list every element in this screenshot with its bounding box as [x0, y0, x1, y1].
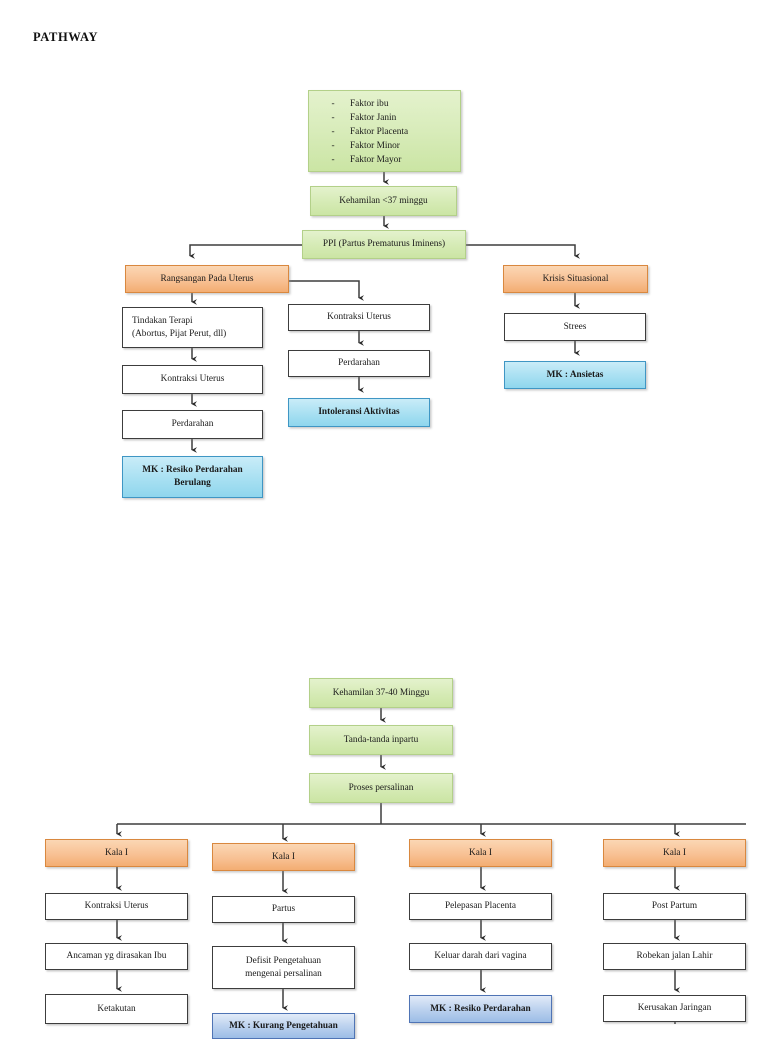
node-col3-step-2: Keluar darah dari vagina	[409, 943, 552, 970]
node-perdarahan-mid: Perdarahan	[288, 350, 430, 377]
node-ppi: PPI (Partus Prematurus Iminens)	[302, 230, 466, 259]
page-title: PATHWAY	[33, 30, 99, 44]
node-kala-1-col1: Kala I	[45, 839, 188, 867]
node-kala-1-col3: Kala I	[409, 839, 552, 867]
bullet-dash: -	[331, 127, 335, 138]
list-item-label: Faktor Minor	[350, 140, 400, 151]
node-proses-persalinan: Proses persalinan	[309, 773, 453, 803]
node-kontraksi-uterus-left: Kontraksi Uterus	[122, 365, 263, 394]
node-rangsangan-pada-uterus: Rangsangan Pada Uterus	[125, 265, 289, 293]
node-tindakan-terapi: Tindakan Terapi (Abortus, Pijat Perut, d…	[122, 307, 263, 348]
node-col2-mk-kurang-pengetahuan: MK : Kurang Pengetahuan	[212, 1013, 355, 1039]
node-col1-step-2: Ancaman yg dirasakan Ibu	[45, 943, 188, 970]
node-col3-step-1: Pelepasan Placenta	[409, 893, 552, 920]
list-item: - Faktor Janin	[309, 112, 460, 126]
node-mk-resiko-perdarahan-berulang: MK : Resiko Perdarahan Berulang	[122, 456, 263, 498]
list-item-label: Faktor Janin	[350, 113, 397, 124]
node-strees: Strees	[504, 313, 646, 341]
node-col4-step-2: Robekan jalan Lahir	[603, 943, 746, 970]
node-gestation-37-40: Kehamilan 37-40 Minggu	[309, 678, 453, 708]
node-col3-mk-resiko-perdarahan: MK : Resiko Perdarahan	[409, 995, 552, 1023]
list-item: - Faktor Placenta	[309, 126, 460, 140]
node-kala-1-col2: Kala I	[212, 843, 355, 871]
node-col4-step-3: Kerusakan Jaringan	[603, 995, 746, 1022]
list-item: - Faktor ibu	[309, 98, 460, 112]
factors-list-box: - Faktor ibu - Faktor Janin - Faktor Pla…	[308, 90, 461, 172]
node-mk-ansietas: MK : Ansietas	[504, 361, 646, 389]
node-col2-step-2: Defisit Pengetahuan mengenai persalinan	[212, 946, 355, 989]
node-perdarahan-left: Perdarahan	[122, 410, 263, 439]
multiline-text: Defisit Pengetahuan mengenai persalinan	[245, 955, 322, 979]
node-mk-intoleransi-aktivitas: Intoleransi Aktivitas	[288, 398, 430, 427]
bullet-dash: -	[331, 113, 335, 124]
node-col1-step-1: Kontraksi Uterus	[45, 893, 188, 920]
node-kontraksi-uterus-mid: Kontraksi Uterus	[288, 304, 430, 331]
bullet-dash: -	[331, 99, 335, 110]
list-item-label: Faktor Placenta	[350, 127, 409, 138]
list-item: - Faktor Mayor	[309, 154, 460, 168]
node-col2-step-1: Partus	[212, 896, 355, 923]
list-item-label: Faktor ibu	[350, 99, 389, 110]
node-col1-step-3: Ketakutan	[45, 994, 188, 1024]
node-col4-step-1: Post Partum	[603, 893, 746, 920]
node-tanda-inpartu: Tanda-tanda inpartu	[309, 725, 453, 755]
list-item-label: Faktor Mayor	[350, 154, 402, 165]
node-kala-1-col4: Kala I	[603, 839, 746, 867]
bullet-dash: -	[331, 140, 335, 151]
node-gestation-under-37: Kehamilan <37 minggu	[310, 186, 457, 216]
node-krisis-situasional: Krisis Situasional	[503, 265, 648, 293]
list-item: - Faktor Minor	[309, 140, 460, 154]
multiline-text: Tindakan Terapi (Abortus, Pijat Perut, d…	[132, 315, 227, 339]
bullet-dash: -	[331, 154, 335, 165]
